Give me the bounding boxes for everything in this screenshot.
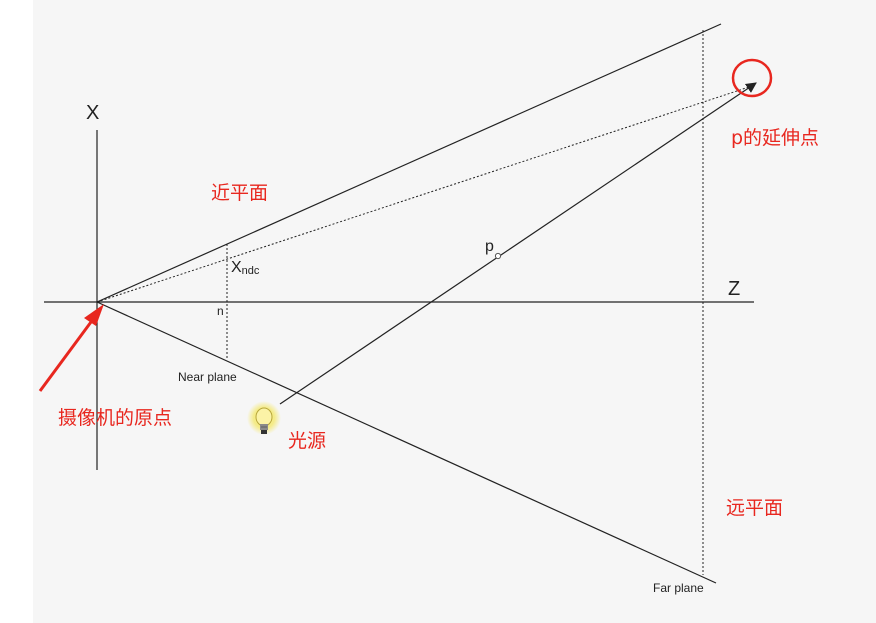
p-extension-label: p的延伸点 — [731, 127, 819, 149]
far-plane-label: Far plane — [653, 581, 704, 595]
lightbulb-icon — [247, 401, 281, 435]
n-label: n — [217, 304, 224, 318]
x-ndc-subscript: ndc — [242, 265, 260, 277]
camera-origin-pointer-arrow — [38, 321, 93, 392]
point-p-marker — [494, 252, 502, 260]
far-plane-cn-label: 远平面 — [726, 497, 783, 519]
frustum-upper-edge — [96, 23, 722, 303]
x-ndc-label: Xndc — [231, 259, 260, 277]
x-axis-label: X — [86, 102, 99, 124]
camera-origin-pointer-head — [84, 304, 104, 326]
projection-dotted-line — [96, 85, 753, 303]
p-label: p — [485, 238, 494, 255]
camera-origin-label: 摄像机的原点 — [58, 407, 172, 429]
light-ray-arrow — [279, 82, 757, 405]
near-plane-cn-label: 近平面 — [211, 182, 268, 204]
near-plane-label: Near plane — [178, 370, 237, 384]
z-axis-label: Z — [728, 278, 740, 300]
canvas-background — [33, 0, 876, 623]
light-source-label: 光源 — [288, 430, 326, 452]
x-ndc-main: X — [231, 259, 242, 276]
extension-point-highlight — [731, 58, 773, 98]
frustum-lower-edge — [96, 301, 717, 584]
